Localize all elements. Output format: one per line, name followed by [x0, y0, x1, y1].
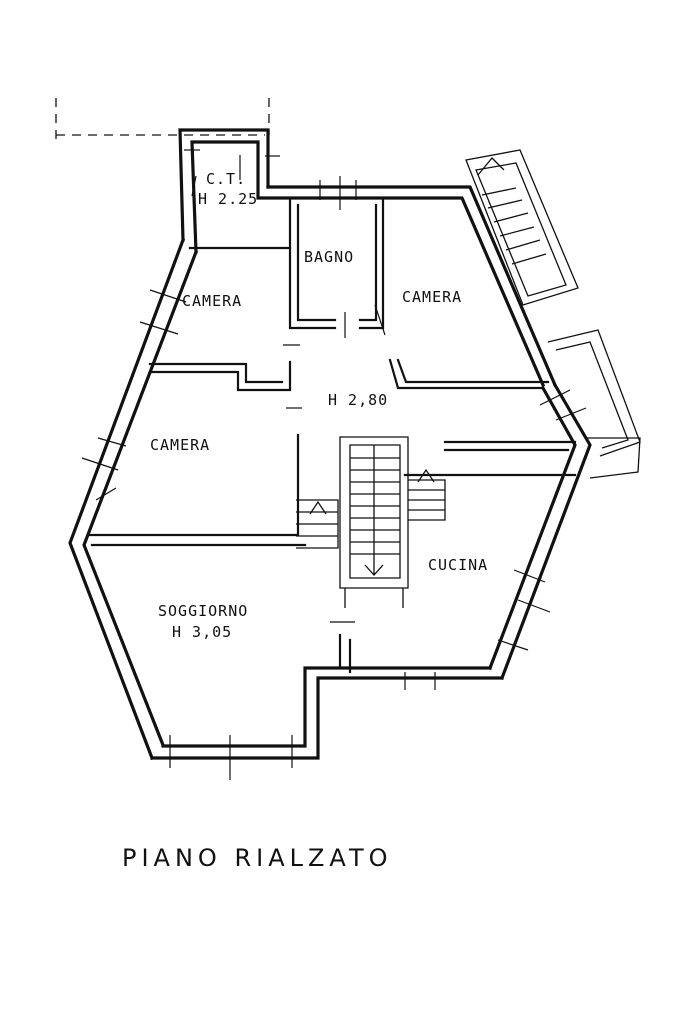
- window-marks: [81, 149, 587, 780]
- bagno-label: BAGNO: [304, 248, 354, 266]
- plan-title: PIANO RIALZATO: [122, 844, 393, 872]
- ct-label: C.T.: [206, 170, 246, 188]
- outer-walls: [68, 128, 592, 761]
- room-labels: C.T. H 2.25 BAGNO CAMERA CAMERA H 2,80 C…: [150, 170, 488, 641]
- property-line: [55, 98, 270, 140]
- camera-top-right-label: CAMERA: [402, 288, 462, 306]
- soggiorno-height: H 3,05: [172, 623, 232, 641]
- external-stair-top: [465, 149, 579, 306]
- interior-walls: [88, 196, 577, 674]
- corridor-height: H 2,80: [328, 391, 388, 409]
- camera-middle-left-label: CAMERA: [150, 436, 210, 454]
- soggiorno-label: SOGGIORNO: [158, 602, 248, 620]
- ct-height: H 2.25: [198, 190, 258, 208]
- camera-top-left-label: CAMERA: [182, 292, 242, 310]
- cucina-label: CUCINA: [428, 556, 488, 574]
- internal-stair: [296, 436, 446, 608]
- balcony-right: [547, 329, 641, 479]
